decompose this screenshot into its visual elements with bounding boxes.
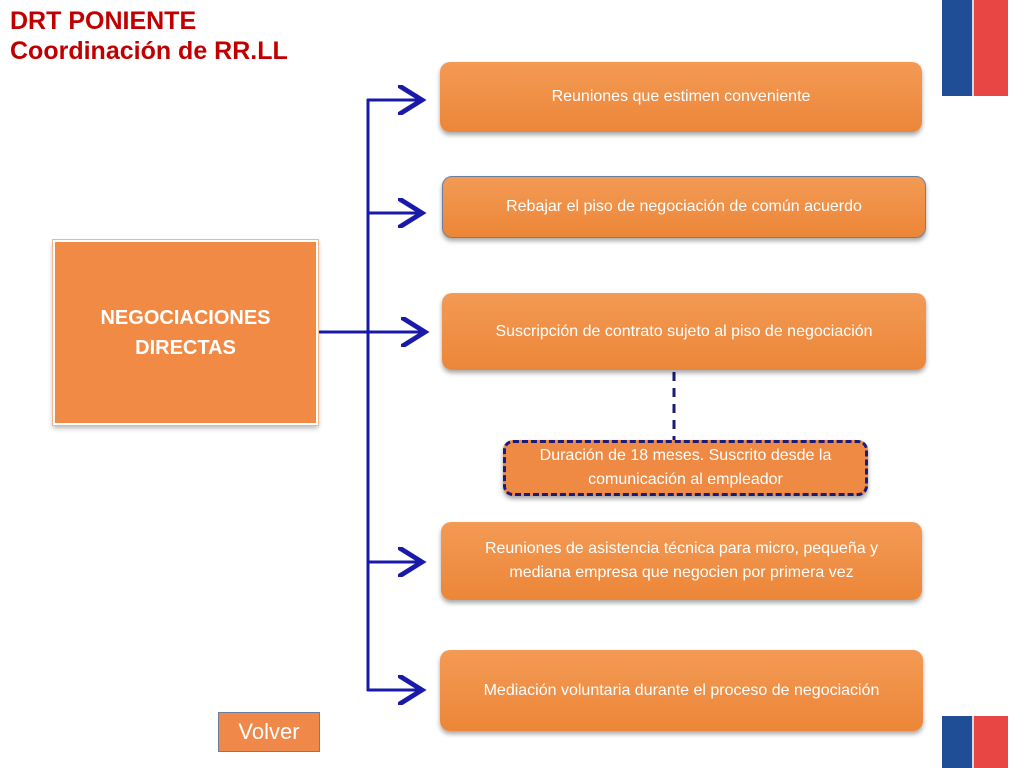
branch-node-1-label: Reuniones que estimen conveniente bbox=[551, 88, 811, 105]
sub-note-label: Duración de 18 meses. Suscrito desde la … bbox=[539, 447, 832, 488]
flag-logo-top bbox=[942, 0, 1008, 96]
branch-node-5-label: Mediación voluntaria durante el proceso … bbox=[483, 681, 880, 699]
flag-logo-bottom bbox=[942, 716, 1008, 768]
back-button-label: Volver bbox=[238, 719, 300, 744]
branch-node-3: Suscripción de contrato sujeto al piso d… bbox=[442, 293, 926, 370]
sub-note-node: Duración de 18 meses. Suscrito desde la … bbox=[503, 440, 868, 496]
branch-node-4-label: Reuniones de asistencia técnica para mic… bbox=[484, 540, 879, 581]
branch-node-2: Rebajar el piso de negociación de común … bbox=[442, 176, 926, 238]
branch-node-2-label: Rebajar el piso de negociación de común … bbox=[506, 198, 862, 215]
page-title: DRT PONIENTE Coordinación de RR.LL bbox=[10, 6, 288, 66]
root-node-line-1: NEGOCIACIONES bbox=[100, 306, 271, 329]
branch-node-4: Reuniones de asistencia técnica para mic… bbox=[441, 522, 922, 600]
back-button[interactable]: Volver bbox=[218, 712, 320, 752]
branch-node-1: Reuniones que estimen conveniente bbox=[440, 62, 922, 132]
root-node-line-2: DIRECTAS bbox=[135, 336, 236, 359]
title-line-2: Coordinación de RR.LL bbox=[10, 37, 288, 65]
root-node: NEGOCIACIONES DIRECTAS bbox=[52, 239, 319, 426]
branch-node-5: Mediación voluntaria durante el proceso … bbox=[440, 650, 923, 731]
title-line-1: DRT PONIENTE bbox=[10, 7, 197, 35]
branch-node-3-label: Suscripción de contrato sujeto al piso d… bbox=[495, 322, 873, 340]
